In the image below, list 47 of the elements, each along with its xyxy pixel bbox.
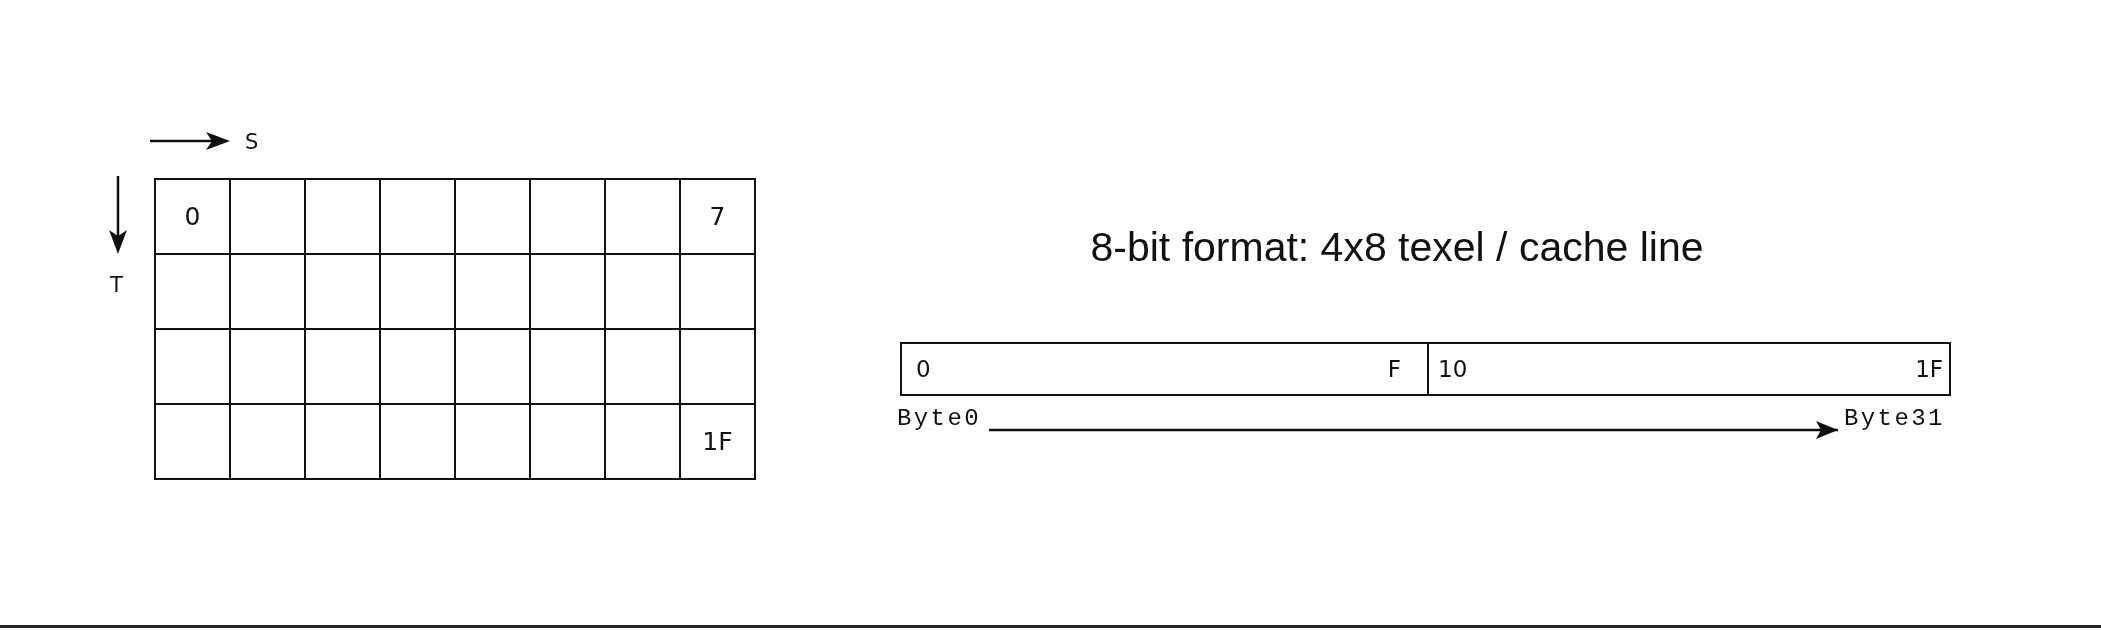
grid-cell [681, 255, 756, 330]
grid-cell [456, 255, 531, 330]
byte-index: 10 [1438, 356, 1468, 382]
grid-cell [154, 178, 231, 255]
grid-cell [531, 178, 606, 255]
grid-cell [381, 330, 456, 405]
grid-cell [606, 330, 681, 405]
grid-cell [231, 405, 306, 480]
cell-index: 0 [184, 202, 201, 231]
cell-index: 7 [709, 202, 726, 231]
byte-index: F [1387, 356, 1401, 382]
grid-cell [681, 178, 756, 255]
grid-cell [231, 255, 306, 330]
axis-label: T [110, 273, 123, 297]
byte-index: 1F [1915, 356, 1943, 382]
diagram-title: 8-bit format: 4x8 texel / cache line [1090, 223, 1704, 271]
grid-cell [154, 330, 231, 405]
grid-cell [606, 178, 681, 255]
byte-label: Byte31 [1844, 406, 1945, 432]
grid-cell [456, 330, 531, 405]
grid-cell [154, 255, 231, 330]
grid-cell [381, 255, 456, 330]
grid-cell [531, 255, 606, 330]
axis-label: S [245, 130, 259, 154]
grid-cell [231, 178, 306, 255]
byte-index: 0 [916, 356, 931, 382]
grid-cell [531, 330, 606, 405]
grid-cell [306, 330, 381, 405]
grid-cell [154, 405, 231, 480]
byte-label: Byte0 [897, 406, 981, 432]
grid-cell [306, 255, 381, 330]
grid-cell [456, 178, 531, 255]
grid-cell [231, 330, 306, 405]
grid-cell [381, 405, 456, 480]
grid-cell [306, 405, 381, 480]
grid-cell [681, 405, 756, 480]
grid-cell [606, 255, 681, 330]
arrow [989, 421, 1838, 439]
grid-cell [456, 405, 531, 480]
cache-line-segment [900, 342, 1429, 396]
grid-cell [681, 330, 756, 405]
grid-cell [531, 405, 606, 480]
cell-index: 1F [702, 427, 733, 456]
cache-line-segment [1427, 342, 1951, 396]
grid-cell [606, 405, 681, 480]
grid-cell [306, 178, 381, 255]
grid-cell [381, 178, 456, 255]
